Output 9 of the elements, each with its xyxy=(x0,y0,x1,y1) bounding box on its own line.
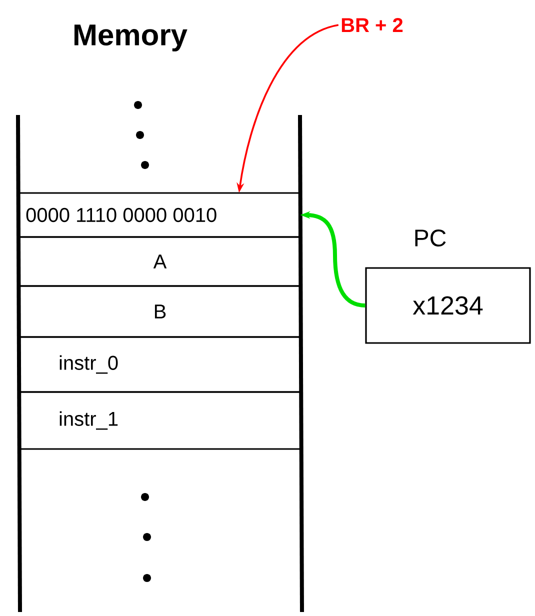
memory-cell: 0000 1110 0000 0010 xyxy=(20,192,300,238)
memory-cell: A xyxy=(20,254,300,287)
memory-cell: B xyxy=(20,304,300,338)
pointer-label: BR + 2 xyxy=(342,18,403,32)
node-label: PC xyxy=(415,230,446,246)
memory-cell: instr_0 xyxy=(20,355,300,393)
title: Memory xyxy=(74,24,188,52)
memory-cell: instr_1 xyxy=(20,411,300,450)
register-box: PC x1234 xyxy=(365,230,531,344)
